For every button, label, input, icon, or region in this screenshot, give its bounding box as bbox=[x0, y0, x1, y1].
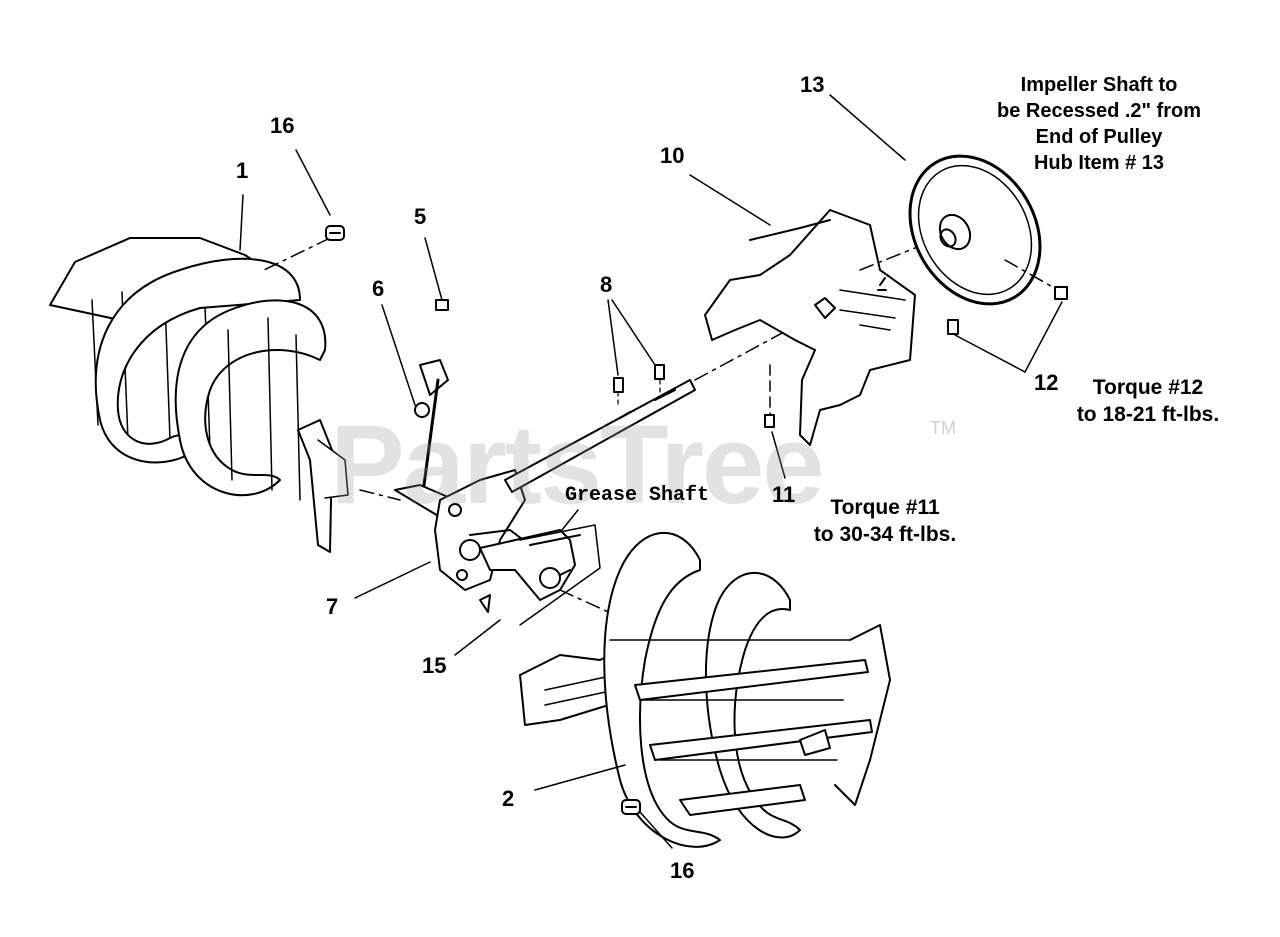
callout-12: 12 bbox=[1034, 370, 1059, 395]
leader-grease-shaft bbox=[561, 509, 579, 531]
torque-11-note: Torque #11 to 30-34 ft-lbs. bbox=[795, 494, 975, 549]
keys-8 bbox=[607, 299, 665, 409]
bolt-11 bbox=[764, 364, 786, 479]
callout-13: 13 bbox=[800, 72, 825, 97]
watermark-trademark: TM bbox=[930, 418, 956, 438]
leader-7 bbox=[354, 561, 431, 599]
impeller-note-line-1: Impeller Shaft to bbox=[1020, 74, 1178, 96]
grease-fitting-top bbox=[325, 225, 345, 241]
watermark: PartsTree bbox=[330, 402, 825, 527]
torque-12-note: Torque #12 to 18-21 ft-lbs. bbox=[1058, 374, 1238, 429]
impeller-note-line-4: Hub Item # 13 bbox=[1033, 152, 1165, 174]
torque-12-line-2: to 18-21 ft-lbs. bbox=[1076, 403, 1220, 427]
torque-11-line-2: to 30-34 ft-lbs. bbox=[813, 523, 957, 547]
axis-line-left bbox=[259, 237, 331, 273]
leader-13 bbox=[829, 94, 906, 161]
leader-15 bbox=[454, 619, 501, 656]
right-auger bbox=[519, 532, 891, 848]
grease-shaft-label: Grease Shaft bbox=[565, 484, 710, 507]
leader-1 bbox=[239, 194, 244, 251]
callout-5: 5 bbox=[414, 204, 427, 229]
grease-fitting-bottom bbox=[621, 799, 673, 849]
leader-2 bbox=[534, 764, 626, 791]
callout-16-top: 16 bbox=[270, 113, 295, 138]
impeller-note-line-2: be Recessed .2" from bbox=[996, 100, 1201, 122]
callout-2: 2 bbox=[502, 786, 515, 811]
leader-10 bbox=[689, 174, 771, 226]
axis-line-right bbox=[1004, 259, 1059, 291]
pulley-13 bbox=[908, 154, 1042, 306]
callout-16-bottom: 16 bbox=[670, 858, 695, 883]
callout-15: 15 bbox=[422, 653, 447, 678]
callout-10: 10 bbox=[660, 143, 685, 168]
impeller-note-line-3: End of Pulley bbox=[1035, 126, 1163, 148]
callout-7: 7 bbox=[326, 594, 339, 619]
leader-16-top bbox=[295, 149, 331, 216]
nut-6 bbox=[381, 304, 449, 502]
callout-1: 1 bbox=[236, 158, 249, 183]
callout-11: 11 bbox=[772, 482, 796, 507]
drive-shaft bbox=[504, 379, 696, 493]
shear-bolt-5 bbox=[424, 237, 449, 311]
callout-6: 6 bbox=[372, 276, 385, 301]
left-auger bbox=[49, 237, 349, 553]
callout-8: 8 bbox=[600, 272, 613, 297]
torque-11-line-1: Torque #11 bbox=[830, 496, 940, 519]
screws-12 bbox=[947, 286, 1068, 373]
impeller-shaft-note: Impeller Shaft to be Recessed .2" from E… bbox=[985, 72, 1213, 176]
axis-line-center bbox=[359, 489, 616, 616]
torque-12-line-1: Torque #12 bbox=[1092, 376, 1204, 399]
